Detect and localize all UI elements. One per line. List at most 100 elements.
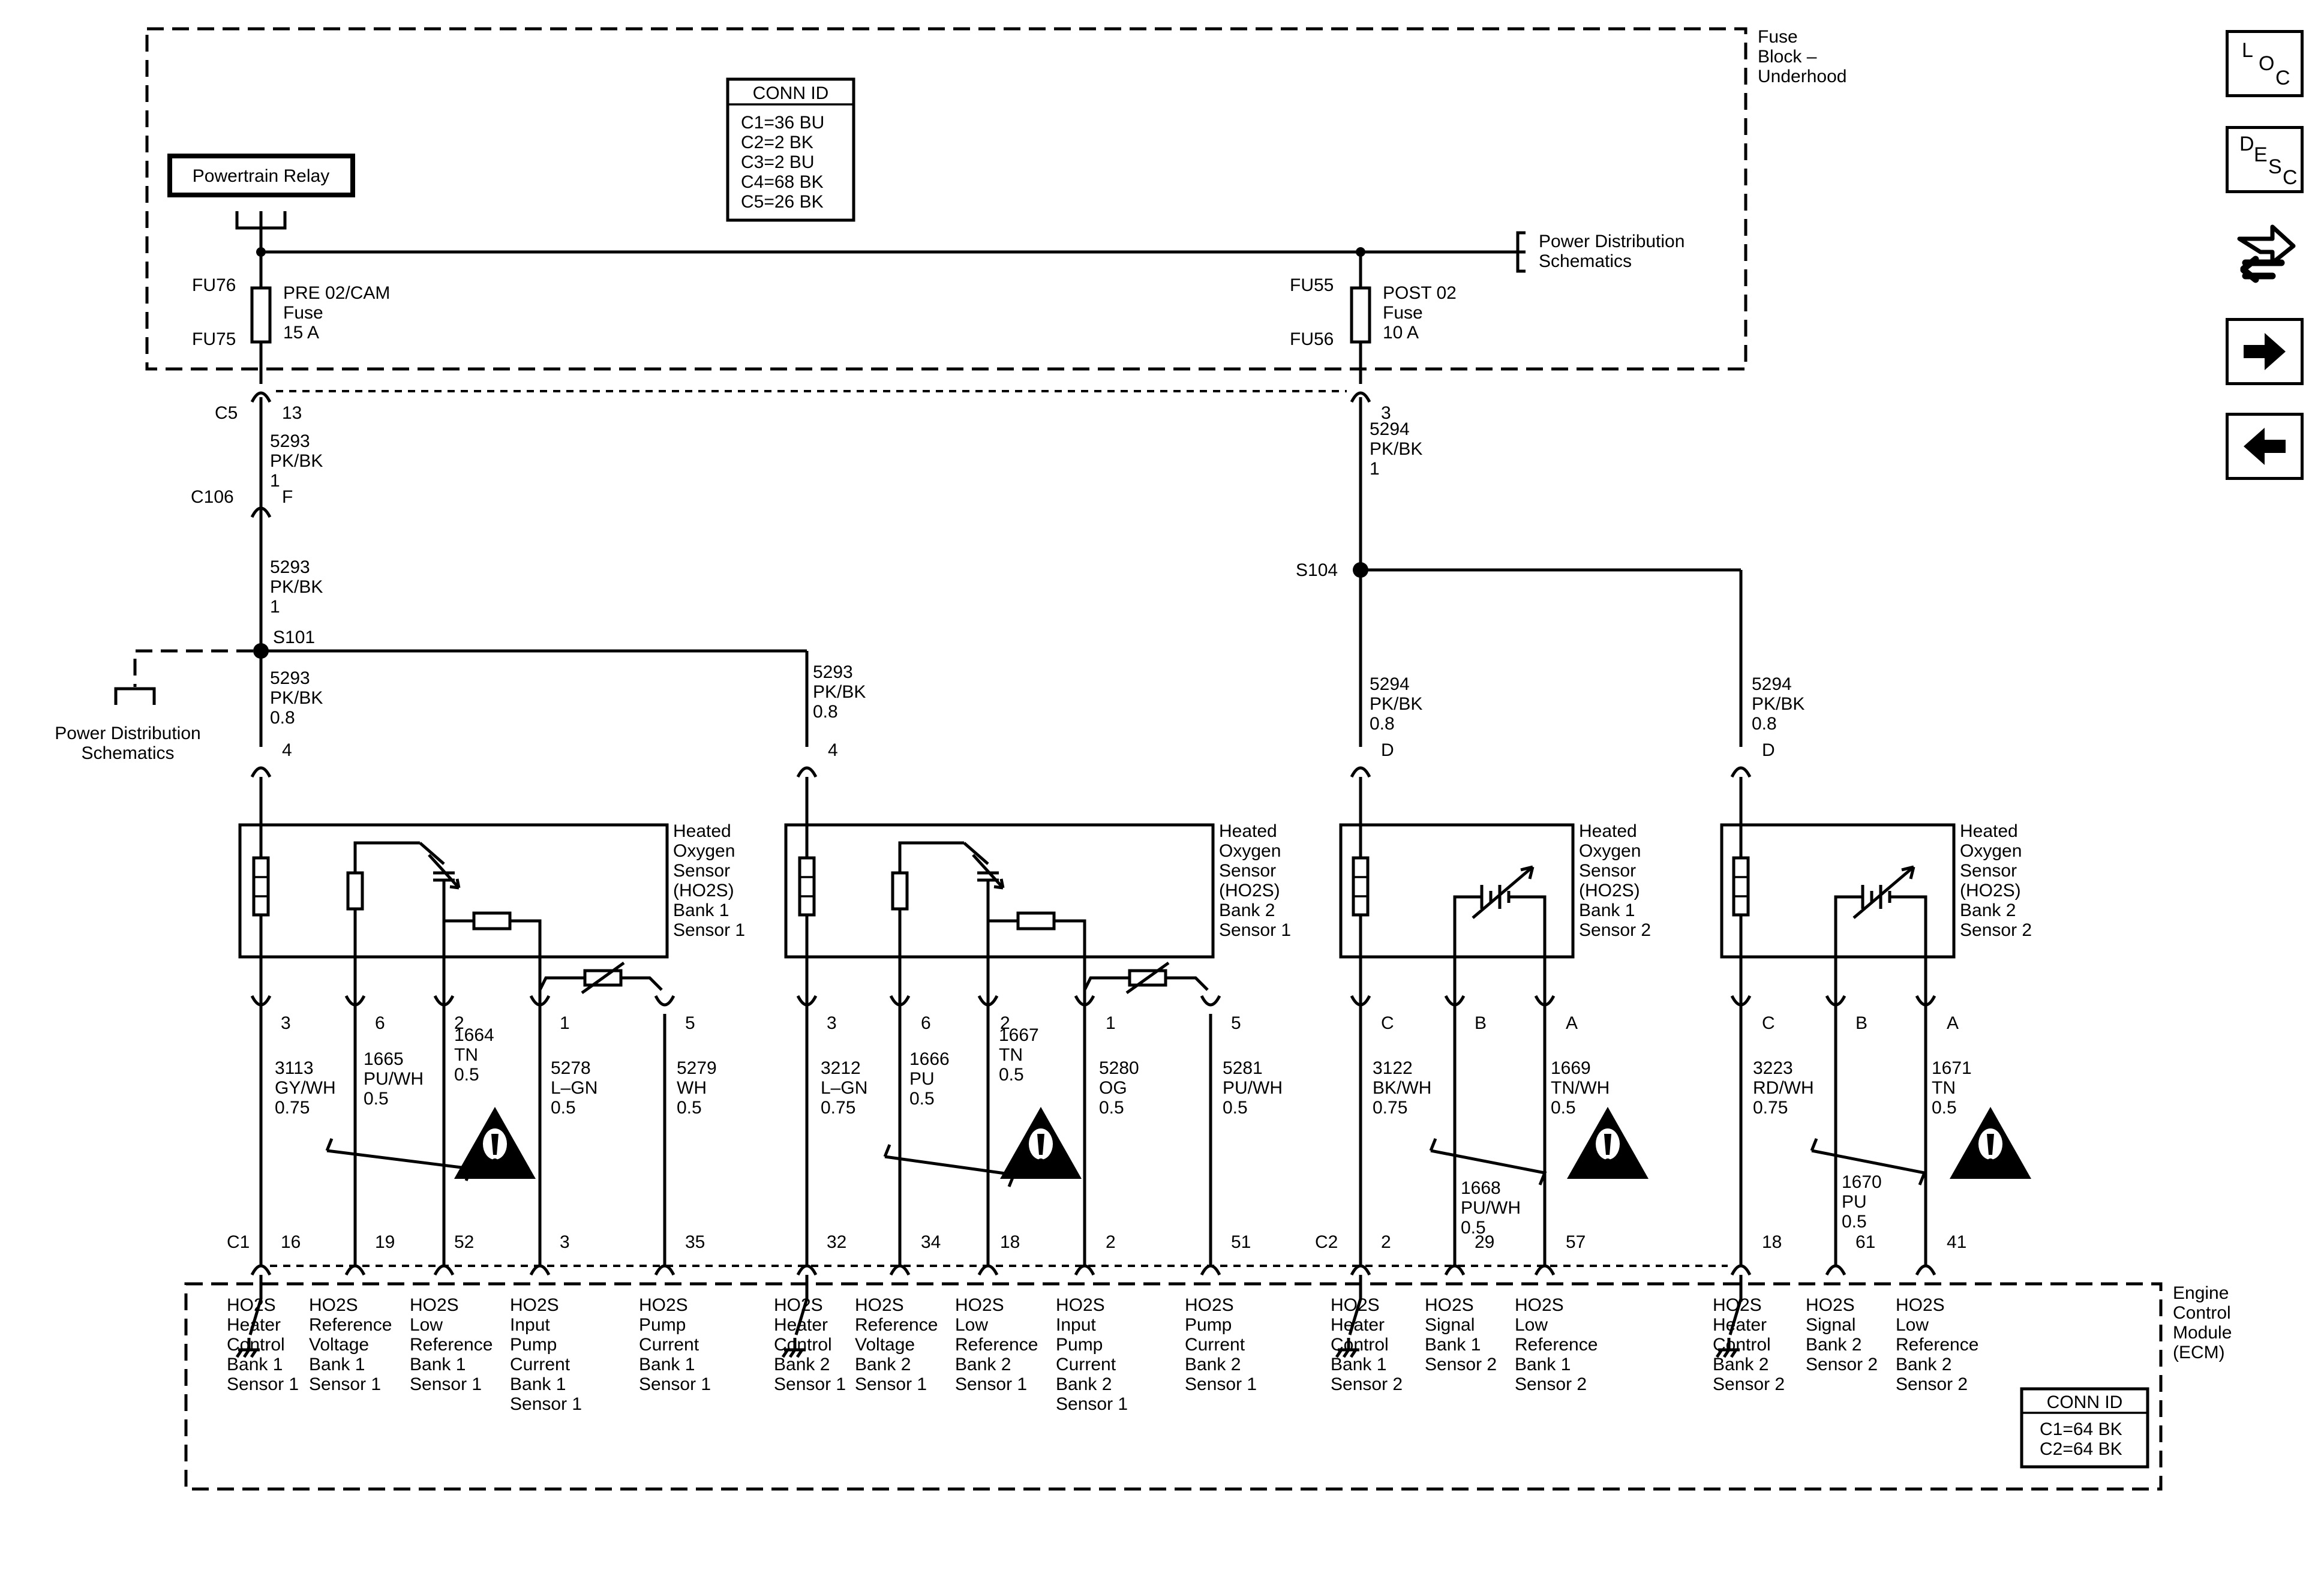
sensor-name-line: Sensor xyxy=(673,861,730,881)
conn-id-row: C4=68 BK xyxy=(741,172,824,192)
ecm-circuit-label: Pump xyxy=(510,1335,557,1355)
sensor-pin-label: 2 xyxy=(454,1013,464,1033)
ecm-circuit-label: Bank 2 xyxy=(1056,1374,1112,1394)
svg-text:CONN ID: CONN ID xyxy=(2047,1392,2123,1412)
sensor-pin-label: 3 xyxy=(281,1013,291,1033)
description-button[interactable]: D E S C xyxy=(2226,126,2304,193)
sensor-name-line: Sensor xyxy=(1579,861,1636,881)
wire-label: 0.5 xyxy=(1099,1098,1124,1118)
sensor-name-line: (HO2S) xyxy=(1579,881,1640,900)
svg-text:Engine: Engine xyxy=(2173,1283,2229,1303)
svg-text:5293: 5293 xyxy=(813,662,853,682)
variable-cell-icon xyxy=(428,854,461,890)
ecm-circuit-label: Current xyxy=(639,1335,699,1355)
ecm-circuit-label: Input xyxy=(510,1315,550,1335)
component-locator-icon[interactable] xyxy=(2230,216,2302,288)
fuse-block-title-line: Underhood xyxy=(1758,67,1846,86)
wire-label: GY/WH xyxy=(275,1078,336,1098)
svg-text:FU56: FU56 xyxy=(1290,329,1334,349)
sensor-top-connectors: 4 4 D D xyxy=(250,740,1775,778)
wire-label: 5280 xyxy=(1099,1058,1139,1078)
sensor-name-line: Oxygen xyxy=(1960,841,2022,861)
svg-text:PK/BK: PK/BK xyxy=(813,682,866,702)
sensor-name-line: Heated xyxy=(1579,821,1637,841)
ecm-circuit-label: Bank 1 xyxy=(1425,1335,1481,1355)
variable-resistor-icon xyxy=(1128,969,1167,987)
forward-arrow-icon xyxy=(2244,333,2286,370)
ecm-circuit-label: HO2S xyxy=(1425,1295,1474,1315)
wire-5293-upper: 5293 PK/BK 1 xyxy=(270,431,323,491)
wire-label: 0.5 xyxy=(364,1089,389,1109)
forward-button[interactable] xyxy=(2226,318,2304,385)
ecm-pin-label: 52 xyxy=(454,1232,474,1252)
connector-c106: C106 F xyxy=(191,487,293,518)
heater-element-icon xyxy=(1732,856,1750,917)
loc-letter: L xyxy=(2242,39,2253,62)
conn-id-row: C5=26 BK xyxy=(741,192,824,212)
svg-text:F: F xyxy=(282,487,293,507)
heater-element-icon xyxy=(798,856,816,917)
wire-5294-bank1: 5294 PK/BK 0.8 xyxy=(1370,674,1422,734)
svg-text:Control: Control xyxy=(2173,1303,2231,1323)
ecm-pin-terminal xyxy=(1350,1264,1371,1276)
heater-element-icon xyxy=(252,856,270,917)
wire-label: 0.5 xyxy=(1842,1212,1867,1232)
back-arrow-icon xyxy=(2244,428,2286,465)
ecm-pin-terminal xyxy=(1534,1264,1556,1276)
svg-text:5294: 5294 xyxy=(1370,674,1410,694)
sensor-pin-label: 1 xyxy=(1106,1013,1116,1033)
wire-5293-bank2: 5293 PK/BK 0.8 xyxy=(813,662,866,722)
wire-label: 0.5 xyxy=(454,1065,479,1085)
sensor-name-line: Oxygen xyxy=(673,841,735,861)
wire-label: 3223 xyxy=(1753,1058,1793,1078)
sensor-name-line: (HO2S) xyxy=(1219,881,1280,900)
ecm-pin-label: 32 xyxy=(827,1232,846,1252)
component-locator-button[interactable]: L O C xyxy=(2226,30,2304,97)
ecm-circuit-label: Sensor 1 xyxy=(955,1374,1027,1394)
sensor-pin-terminal xyxy=(433,995,455,1007)
ecm-circuit-label: Bank 1 xyxy=(309,1355,365,1374)
ecm-circuit-label: Signal xyxy=(1806,1315,1855,1335)
pump-resistor-icon xyxy=(472,911,512,930)
back-button[interactable] xyxy=(2226,413,2304,480)
sensor-name-line: Sensor 2 xyxy=(1579,920,1651,940)
ecm-pin-label: 57 xyxy=(1566,1232,1586,1252)
ecm-pin-label: 61 xyxy=(1855,1232,1875,1252)
ecm-pin-terminal xyxy=(977,1264,999,1276)
ecm-circuit-label: Low xyxy=(955,1315,988,1335)
ecm-circuit-label: HO2S xyxy=(1056,1295,1105,1315)
svg-text:15 A: 15 A xyxy=(283,323,319,343)
wire-label: 1664 xyxy=(454,1025,494,1045)
svg-text:S101: S101 xyxy=(273,628,315,647)
ecm-pin-terminal xyxy=(889,1264,911,1276)
warning-icon xyxy=(1000,1107,1082,1179)
sensor-name-line: Sensor xyxy=(1960,861,2017,881)
ecm-circuit-label: Current xyxy=(1056,1355,1116,1374)
sensor-pin-terminal xyxy=(889,995,911,1007)
wire-label: PU/WH xyxy=(364,1069,424,1089)
ecm-pin-terminal xyxy=(1915,1264,1936,1276)
svg-text:PK/BK: PK/BK xyxy=(1370,694,1422,714)
conn-id-row: C3=2 BU xyxy=(741,152,815,172)
sensor-name-line: (HO2S) xyxy=(1960,881,2021,900)
powertrain-relay: Powertrain Relay xyxy=(167,154,355,252)
sensor-name-line: Sensor xyxy=(1219,861,1276,881)
ecm-circuit-label: Bank 2 xyxy=(1806,1335,1861,1355)
ecm-circuit-label: Reference xyxy=(309,1315,392,1335)
wire-label: PU/WH xyxy=(1223,1078,1283,1098)
ecm-circuit-label: HO2S xyxy=(510,1295,559,1315)
heater-element-icon xyxy=(1352,856,1370,917)
svg-text:0.8: 0.8 xyxy=(270,708,295,728)
ecm-circuit-label: Input xyxy=(1056,1315,1096,1335)
ecm-circuit-label: Sensor 1 xyxy=(410,1374,482,1394)
ecm-circuit-label: HO2S xyxy=(1331,1295,1380,1315)
svg-text:C106: C106 xyxy=(191,487,234,507)
ecm-pin-terminal xyxy=(1730,1264,1752,1276)
ecm-circuit-label: Bank 2 xyxy=(1185,1355,1241,1374)
engine-control-module: Engine Control Module (ECM) C1 C2 xyxy=(184,1232,2232,1491)
sensor-pin-label: 6 xyxy=(921,1013,931,1033)
ecm-circuit-label: HO2S xyxy=(1896,1295,1945,1315)
variable-cell-icon xyxy=(972,854,1005,890)
wire-label: 0.5 xyxy=(909,1089,935,1109)
wire-label: L–GN xyxy=(551,1078,597,1098)
